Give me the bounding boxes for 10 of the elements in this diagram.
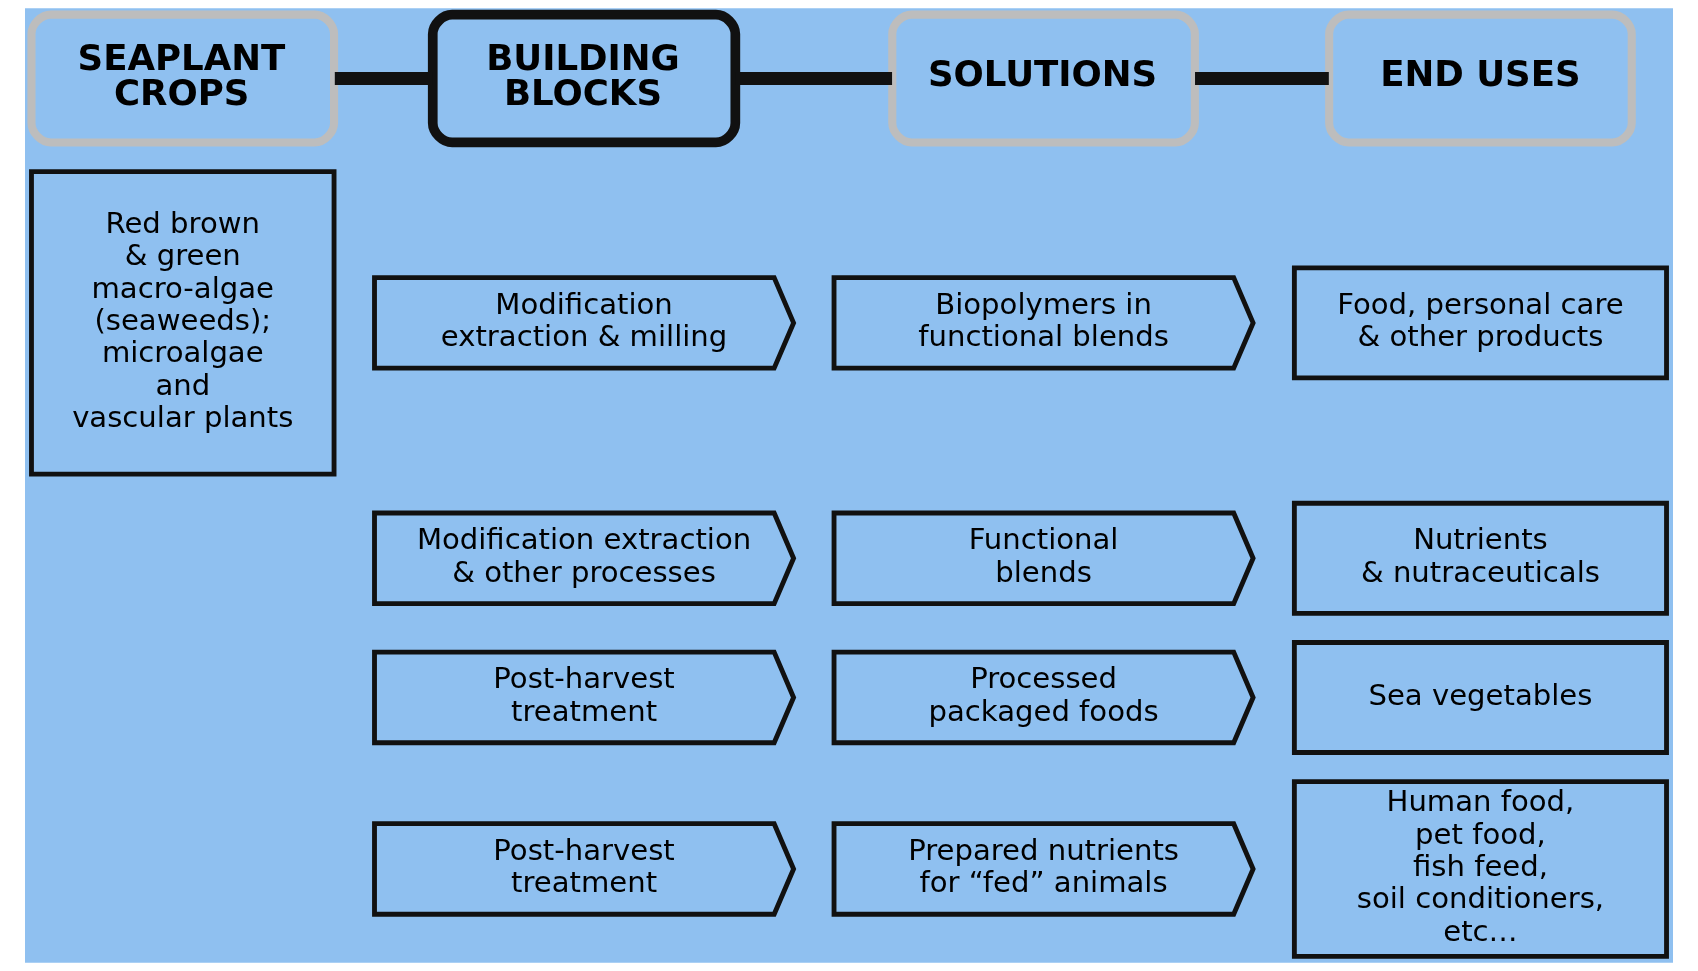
node-box: BUILDING BLOCKS bbox=[427, 9, 741, 148]
node-box: SEAPLANT CROPS bbox=[27, 10, 339, 147]
node-box: Sea vegetables bbox=[1291, 640, 1669, 755]
node-box: Human food, pet food, fish feed, soil conditioners, etc… bbox=[1291, 779, 1669, 959]
node-box: Red brown & green macro-algae (seaweeds); microalgae and vascular plants bbox=[29, 169, 337, 477]
node-box: SOLUTIONS bbox=[888, 10, 1199, 147]
node-box: Food, personal care & other products bbox=[1291, 265, 1669, 381]
node-box: Nutrients & nutraceuticals bbox=[1291, 500, 1669, 616]
connector bbox=[1195, 72, 1329, 86]
node-box: END USES bbox=[1325, 10, 1636, 147]
